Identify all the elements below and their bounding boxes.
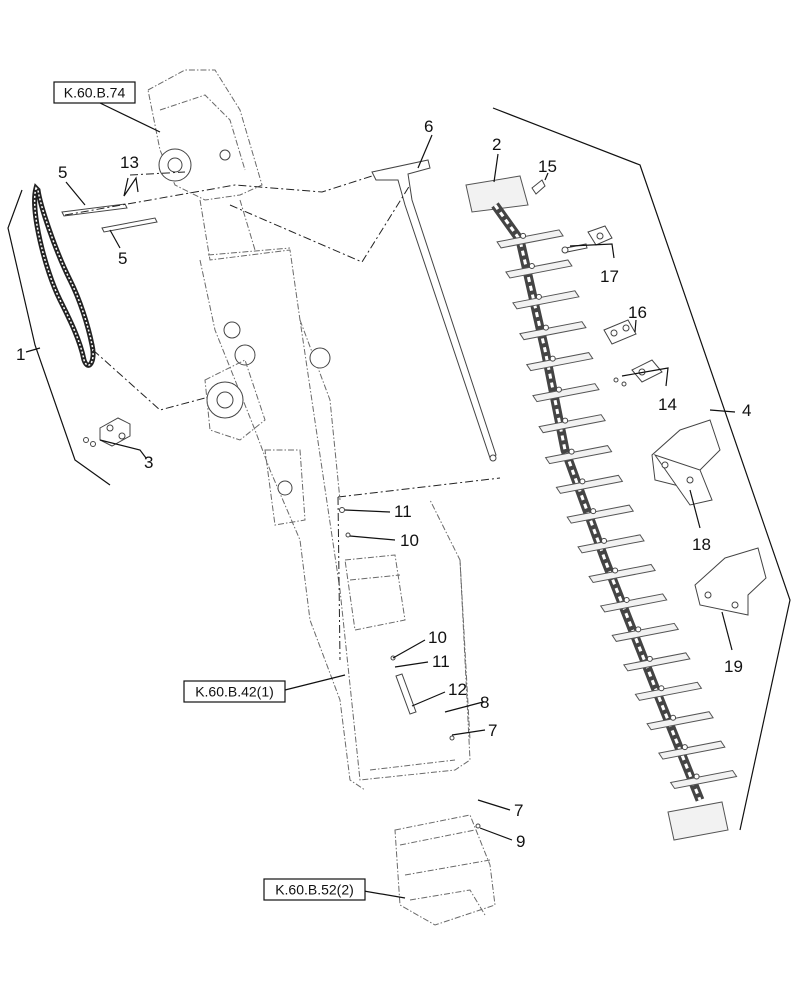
callout-3: 3	[144, 453, 153, 472]
paddle-bolt	[670, 714, 677, 721]
paddle	[512, 290, 580, 310]
assembly-lines	[64, 171, 501, 661]
reference-boxes: K.60.B.74 K.60.B.42(1) K.60.B.52(2)	[53, 81, 366, 901]
drive-chain	[32, 183, 96, 368]
paddle	[496, 229, 564, 249]
callout-numbers: 1 2 3 4 5 5 6 7 7 8 9 10 10 11 11 12 13 …	[16, 117, 751, 851]
callout-16: 16	[628, 303, 647, 322]
paddle	[519, 321, 587, 341]
paddle-bolt	[601, 537, 608, 544]
paddle	[658, 740, 726, 760]
callout-4: 4	[742, 401, 751, 420]
group-bracket-1	[7, 189, 111, 486]
connector-link-3	[83, 417, 131, 447]
paddle-bolt	[612, 567, 619, 574]
bracket-18	[651, 419, 721, 506]
paddle	[646, 711, 714, 731]
group-bracket-4	[492, 107, 791, 831]
paddle-bolt	[568, 448, 575, 455]
callout-10-upper: 10	[400, 531, 419, 550]
callout-5-top: 5	[58, 163, 67, 182]
paddle-bolt	[579, 478, 586, 485]
ref-label-mid: K.60.B.42(1)	[195, 684, 274, 700]
callout-15: 15	[538, 157, 557, 176]
paddle-chain-assembly	[465, 175, 738, 841]
paddle	[544, 445, 613, 465]
callout-11-lower: 11	[432, 652, 450, 671]
paddle	[634, 681, 703, 701]
paddle-bolt	[590, 508, 597, 515]
callout-12: 12	[448, 680, 467, 699]
ref-box-top[interactable]: K.60.B.74	[53, 81, 136, 104]
paddle-bolt	[623, 596, 630, 603]
paddle	[611, 622, 680, 642]
paddle	[538, 414, 606, 434]
paddle-bolt	[549, 355, 556, 362]
paddle-bolt	[562, 417, 569, 424]
pin-15	[531, 179, 546, 195]
callout-10-lower: 10	[428, 628, 447, 647]
leader-lines	[25, 102, 736, 899]
callout-2: 2	[492, 135, 501, 154]
paddle	[599, 593, 668, 613]
paddle-bolt	[635, 626, 642, 633]
paddle-bolt	[693, 773, 700, 780]
paddle	[577, 534, 645, 554]
rod-6	[371, 159, 497, 462]
ref-box-bottom[interactable]: K.60.B.52(2)	[263, 878, 366, 901]
elevator-boot	[394, 814, 496, 926]
paddle-bolt	[646, 655, 653, 662]
callout-14: 14	[658, 395, 677, 414]
elevator-housing	[147, 69, 471, 791]
ref-label-bottom: K.60.B.52(2)	[275, 882, 354, 898]
paddle-bolt	[681, 744, 688, 751]
callout-19: 19	[724, 657, 743, 676]
paddle	[623, 652, 691, 672]
paddle-bolt	[520, 232, 527, 239]
top-plate	[465, 175, 529, 213]
callout-6: 6	[424, 117, 433, 136]
callout-1: 1	[16, 345, 25, 364]
callout-18: 18	[692, 535, 711, 554]
bracket-19	[694, 547, 767, 616]
callout-9: 9	[516, 832, 525, 851]
paddle-bolt	[555, 386, 562, 393]
paddle	[566, 504, 635, 524]
bottom-plate	[667, 801, 729, 841]
paddle	[669, 769, 738, 790]
link-17	[561, 225, 613, 254]
link-16	[603, 319, 637, 345]
callout-17: 17	[600, 267, 619, 286]
paddle-bolt	[542, 324, 549, 331]
callout-8: 8	[480, 693, 489, 712]
callout-7-upper: 7	[488, 721, 497, 740]
callout-13: 13	[120, 153, 139, 172]
paddle	[505, 259, 573, 279]
paddle	[532, 383, 600, 403]
callout-11-upper: 11	[394, 502, 412, 521]
paddle-bolt	[658, 685, 665, 692]
callout-5-bottom: 5	[118, 249, 127, 268]
ref-label-top: K.60.B.74	[64, 85, 126, 101]
shafts-5	[61, 203, 158, 233]
small-pins	[339, 507, 481, 829]
paddle-bolt	[535, 293, 542, 300]
ref-box-mid[interactable]: K.60.B.42(1)	[183, 680, 286, 703]
paddle-bolt	[528, 262, 535, 269]
paddle	[588, 563, 656, 584]
paddle	[555, 474, 624, 494]
paddles	[496, 229, 738, 790]
callout-7-lower: 7	[514, 801, 523, 820]
paddle	[525, 352, 594, 372]
